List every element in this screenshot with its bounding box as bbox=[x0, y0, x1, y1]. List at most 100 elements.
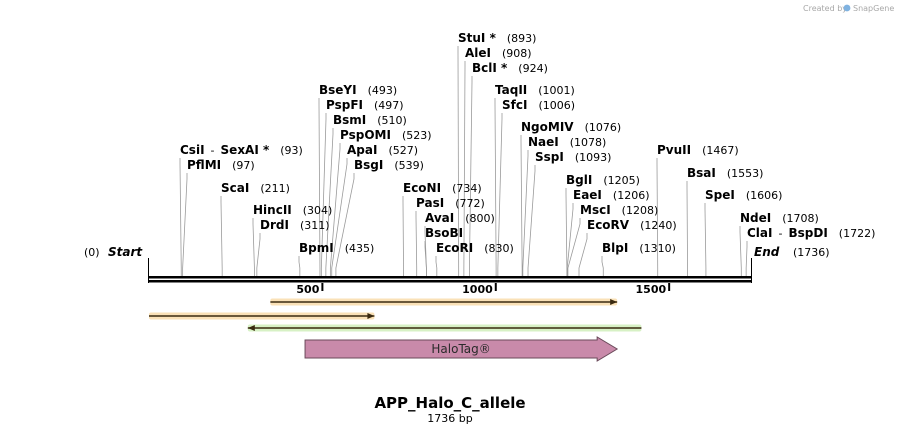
site-separator-csii: - bbox=[211, 144, 215, 157]
site-apai[interactable]: ApaI (527) bbox=[347, 143, 418, 157]
site-leader-ngomiv bbox=[520, 135, 523, 276]
site-sspi[interactable]: SspI(1093) bbox=[535, 150, 611, 164]
site-pasi[interactable]: PasI (772) bbox=[416, 196, 485, 210]
site-pvuii[interactable]: PvuII(1467) bbox=[657, 143, 739, 157]
site-name-msci[interactable]: MscI bbox=[580, 203, 611, 217]
site-leader-ecorv bbox=[578, 233, 588, 276]
site-position-hincii: (304) bbox=[303, 204, 333, 217]
site-name-ndei[interactable]: NdeI bbox=[740, 211, 771, 225]
site-name-scai[interactable]: ScaI bbox=[221, 181, 249, 195]
site-position-bsai: (1553) bbox=[727, 167, 764, 180]
site-pflmi[interactable]: PflMI (97) bbox=[187, 158, 255, 172]
site-name-bpmi[interactable]: BpmI bbox=[299, 241, 334, 255]
site-name-spei[interactable]: SpeI bbox=[705, 188, 735, 202]
site-bsgi[interactable]: BsgI (539) bbox=[354, 158, 424, 172]
site-leader-bsgi bbox=[335, 173, 355, 276]
site-name-sfci[interactable]: SfcI bbox=[502, 98, 527, 112]
site-name-ecorv[interactable]: EcoRV bbox=[587, 218, 630, 232]
site-stui[interactable]: StuI *(893) bbox=[458, 31, 536, 45]
site-alei[interactable]: AleI (908) bbox=[465, 46, 532, 60]
site-avai[interactable]: AvaI(800) bbox=[425, 211, 495, 225]
site-name-blpi[interactable]: BlpI bbox=[602, 241, 628, 255]
site-position-alei: (908) bbox=[502, 47, 532, 60]
site-position-msci: (1208) bbox=[622, 204, 659, 217]
backbone-bottom-strand bbox=[148, 280, 752, 283]
site-bsmi[interactable]: BsmI(510) bbox=[333, 113, 407, 127]
site-eaei[interactable]: EaeI(1206) bbox=[573, 188, 649, 202]
primer-2[interactable] bbox=[149, 312, 375, 320]
site-ndei[interactable]: NdeI(1708) bbox=[740, 211, 819, 225]
site-name-bseyi[interactable]: BseYI bbox=[319, 83, 357, 97]
site-name-naei[interactable]: NaeI bbox=[528, 135, 559, 149]
site-sfci[interactable]: SfcI(1006) bbox=[502, 98, 575, 112]
site-name-stui[interactable]: StuI * bbox=[458, 31, 497, 45]
site-bcli[interactable]: BclI *(924) bbox=[472, 61, 548, 75]
site-leader-blpi bbox=[601, 256, 604, 276]
site-name-sspi[interactable]: SspI bbox=[535, 150, 564, 164]
site-blpi[interactable]: BlpI(1310) bbox=[602, 241, 676, 255]
site-csii[interactable]: CsiI-SexAI *(93) bbox=[180, 143, 303, 157]
site-name-bsai[interactable]: BsaI bbox=[687, 166, 716, 180]
site-separator-clai: - bbox=[778, 227, 782, 240]
site-name-avai[interactable]: AvaI bbox=[425, 211, 454, 225]
start-position: (0) bbox=[84, 246, 100, 259]
end-label[interactable]: End bbox=[754, 245, 780, 259]
site-position-apai: (527) bbox=[388, 144, 418, 157]
primer-3[interactable] bbox=[247, 324, 642, 332]
site-name-ngomiv[interactable]: NgoMIV bbox=[521, 120, 574, 134]
site-name-drdi[interactable]: DrdI bbox=[260, 218, 289, 232]
site-taqii[interactable]: TaqII(1001) bbox=[495, 83, 575, 97]
site-bseyi[interactable]: BseYI(493) bbox=[319, 83, 397, 97]
site-name-bspdi[interactable]: BspDI bbox=[788, 226, 827, 240]
site-msci[interactable]: MscI (1208) bbox=[580, 203, 658, 217]
site-name-hincii[interactable]: HincII bbox=[253, 203, 292, 217]
site-ngomiv[interactable]: NgoMIV(1076) bbox=[521, 120, 621, 134]
site-name-alei[interactable]: AleI bbox=[465, 46, 491, 60]
site-drdi[interactable]: DrdI(311) bbox=[260, 218, 330, 232]
site-name-econi[interactable]: EcoNI bbox=[403, 181, 441, 195]
site-leader-msci bbox=[567, 218, 581, 276]
site-name-ecori[interactable]: EcoRI bbox=[436, 241, 473, 255]
site-ecori[interactable]: EcoRI(830) bbox=[436, 241, 514, 255]
site-hincii[interactable]: HincII (304) bbox=[253, 203, 332, 217]
site-bpmi[interactable]: BpmI(435) bbox=[299, 241, 374, 255]
site-naei[interactable]: NaeI(1078) bbox=[528, 135, 606, 149]
site-position-clai: (1722) bbox=[839, 227, 876, 240]
site-name-pflmi[interactable]: PflMI bbox=[187, 158, 221, 172]
site-name-bsmi[interactable]: BsmI bbox=[333, 113, 366, 127]
site-scai[interactable]: ScaI(211) bbox=[221, 181, 290, 195]
site-bsobi[interactable]: BsoBI bbox=[425, 226, 463, 240]
site-name-pasi[interactable]: PasI bbox=[416, 196, 444, 210]
site-pspomi[interactable]: PspOMI(523) bbox=[340, 128, 432, 142]
site-leader-eaei bbox=[566, 203, 574, 276]
ruler-label-1500: 1500 bbox=[636, 283, 667, 296]
site-name-clai[interactable]: ClaI bbox=[747, 226, 772, 240]
site-name-csii[interactable]: CsiI bbox=[180, 143, 205, 157]
feature-halotag[interactable]: HaloTag® bbox=[304, 336, 619, 362]
primer-1[interactable] bbox=[270, 298, 618, 306]
site-name-taqii[interactable]: TaqII bbox=[495, 83, 527, 97]
site-name-apai[interactable]: ApaI bbox=[347, 143, 377, 157]
site-leader-ecori bbox=[435, 256, 438, 276]
site-spei[interactable]: SpeI(1606) bbox=[705, 188, 782, 202]
site-pspfi[interactable]: PspFI(497) bbox=[326, 98, 404, 112]
site-name-bcli[interactable]: BclI * bbox=[472, 61, 508, 75]
site-econi[interactable]: EcoNI(734) bbox=[403, 181, 482, 195]
site-name-bsobi[interactable]: BsoBI bbox=[425, 226, 463, 240]
site-position-bsgi: (539) bbox=[394, 159, 424, 172]
site-name-pspomi[interactable]: PspOMI bbox=[340, 128, 391, 142]
site-name-pspfi[interactable]: PspFI bbox=[326, 98, 363, 112]
start-label[interactable]: Start bbox=[108, 245, 143, 259]
site-name-bgli[interactable]: BglI bbox=[566, 173, 592, 187]
site-name-eaei[interactable]: EaeI bbox=[573, 188, 602, 202]
site-clai[interactable]: ClaI-BspDI (1722) bbox=[747, 226, 875, 240]
site-position-pasi: (772) bbox=[455, 197, 485, 210]
site-name-pvuii[interactable]: PvuII bbox=[657, 143, 691, 157]
site-position-pflmi: (97) bbox=[232, 159, 255, 172]
site-ecorv[interactable]: EcoRV(1240) bbox=[587, 218, 677, 232]
site-leader-apai bbox=[331, 158, 348, 276]
site-bgli[interactable]: BglI(1205) bbox=[566, 173, 640, 187]
site-name-sexai[interactable]: SexAI * bbox=[221, 143, 270, 157]
site-bsai[interactable]: BsaI (1553) bbox=[687, 166, 763, 180]
site-name-bsgi[interactable]: BsgI bbox=[354, 158, 383, 172]
